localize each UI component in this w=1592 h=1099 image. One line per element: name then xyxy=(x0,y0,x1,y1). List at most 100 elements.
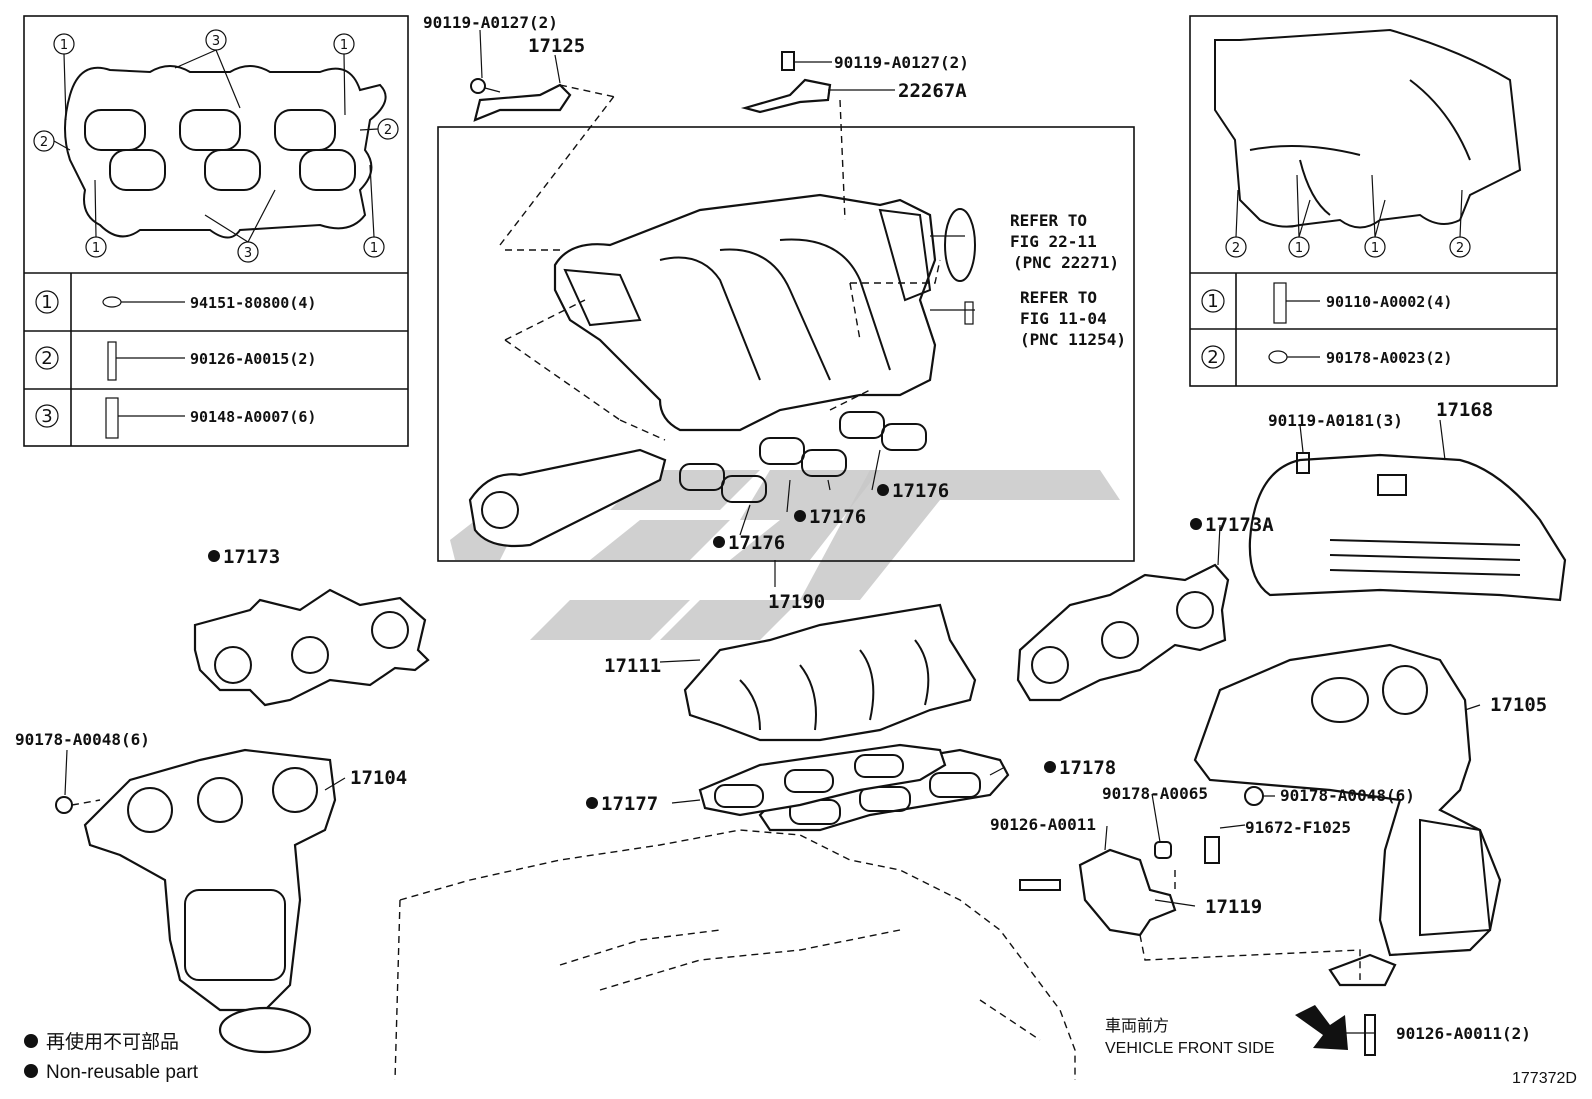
label-17105: 17105 xyxy=(1490,694,1547,716)
bracket-17119 xyxy=(1078,848,1177,937)
reference-block-1: REFER TO FIG 22-11 (PNC 22271) xyxy=(1010,211,1119,272)
inset-left-callout-1b: 1 xyxy=(333,33,355,55)
diagram-id: 177372D xyxy=(1512,1070,1577,1087)
intake-gasket-17177 xyxy=(698,743,947,817)
svg-text:17177: 17177 xyxy=(601,793,658,815)
svg-text:17173: 17173 xyxy=(223,546,280,568)
label-17176-b: 17176 xyxy=(794,506,866,528)
inset-left-row-1: 1 94151-80800(4) xyxy=(35,290,316,314)
heat-insulator-17168 xyxy=(1248,453,1567,602)
exhaust-gasket-17173 xyxy=(193,588,430,707)
inset-left-row-2: 2 90126-A0015(2) xyxy=(35,341,316,381)
inset-right-callout-1a: 1 xyxy=(1288,236,1310,258)
bolt-90119-a0181 xyxy=(1296,452,1310,474)
nut-90178-a0065 xyxy=(1154,841,1172,859)
svg-text:94151-80800(4): 94151-80800(4) xyxy=(190,294,316,312)
label-17104: 17104 xyxy=(350,767,407,789)
svg-text:車両前方: 車両前方 xyxy=(1105,1017,1169,1035)
svg-text:FIG 22-11: FIG 22-11 xyxy=(1010,232,1097,251)
exhaust-manifold-17104 xyxy=(83,748,337,1054)
svg-text:(PNC 22271): (PNC 22271) xyxy=(1013,253,1119,272)
svg-text:2: 2 xyxy=(1207,347,1218,368)
label-90178-a0065: 90178-A0065 xyxy=(1102,784,1208,803)
legend-non-reusable: 再使用不可部品 Non-reusable part xyxy=(24,1031,199,1083)
intake-manifold-lower-17111 xyxy=(683,603,977,742)
svg-text:17176: 17176 xyxy=(892,480,949,502)
exhaust-manifold-17105 xyxy=(1193,643,1502,987)
svg-text:90110-A0002(4): 90110-A0002(4) xyxy=(1326,293,1452,311)
inset-left-callout-1c: 1 xyxy=(85,236,107,258)
bolt-91672-f1025 xyxy=(1204,836,1220,864)
vehicle-front-arrow xyxy=(1295,1005,1348,1050)
inset-left-callout-2a: 2 xyxy=(33,130,55,152)
svg-text:1: 1 xyxy=(41,292,52,313)
svg-text:REFER TO: REFER TO xyxy=(1010,211,1087,230)
label-17119: 17119 xyxy=(1205,896,1262,918)
port-gasket-pair-1 xyxy=(679,463,767,503)
label-17178: 17178 xyxy=(1044,757,1116,779)
label-17125: 17125 xyxy=(528,35,585,57)
inset-left-row-3: 3 90148-A0007(6) xyxy=(35,397,316,439)
intake-gasket-outline-inset xyxy=(64,65,387,239)
label-90119-a0127-left: 90119-A0127(2) xyxy=(423,13,558,32)
inset-right-panel: 2 1 1 2 1 90110-A0002(4) 2 90178-A0023(2… xyxy=(1189,15,1558,387)
label-90178-a0048-right: 90178-A0048(6) xyxy=(1280,786,1415,805)
inset-left-panel: 1 3 1 2 2 1 3 1 1 94151-80800(4) 2 90126… xyxy=(23,15,409,447)
inset-left-callout-3b: 3 xyxy=(237,241,259,263)
inset-right-callout-1b: 1 xyxy=(1364,236,1386,258)
inset-left-callout-1d: 1 xyxy=(363,236,385,258)
label-17176-c: 17176 xyxy=(713,532,785,554)
intake-manifold xyxy=(553,193,937,432)
inset-left-callout-2b: 2 xyxy=(377,118,399,140)
port-gasket-pair-2 xyxy=(759,437,847,477)
svg-text:3: 3 xyxy=(41,406,52,427)
svg-text:REFER TO: REFER TO xyxy=(1020,288,1097,307)
svg-text:再使用不可部品: 再使用不可部品 xyxy=(46,1031,179,1053)
svg-text:1: 1 xyxy=(1207,291,1218,312)
label-90178-a0048-left: 90178-A0048(6) xyxy=(15,730,150,749)
svg-text:FIG 11-04: FIG 11-04 xyxy=(1020,309,1107,328)
svg-text:2: 2 xyxy=(1232,241,1240,256)
inset-right-callout-2b: 2 xyxy=(1449,236,1471,258)
svg-text:17173A: 17173A xyxy=(1205,514,1274,536)
svg-text:3: 3 xyxy=(244,246,252,261)
nut-90178-a0048-right xyxy=(1244,786,1264,806)
label-17168: 17168 xyxy=(1436,399,1493,421)
svg-text:1: 1 xyxy=(92,241,100,256)
nut-icon xyxy=(102,296,122,308)
intake-manifold-group-box xyxy=(437,94,1135,562)
inset-right-callout-2a: 2 xyxy=(1225,236,1247,258)
svg-text:17176: 17176 xyxy=(728,532,785,554)
exhaust-gasket-17173a xyxy=(1016,563,1230,702)
inset-right-row-2: 2 90178-A0023(2) xyxy=(1201,345,1452,369)
label-90126-a0011-mid: 90126-A0011 xyxy=(990,815,1096,834)
svg-text:1: 1 xyxy=(370,241,378,256)
throttle-gasket-ring xyxy=(944,208,976,282)
engine-block-outline xyxy=(394,829,1076,1081)
svg-text:2: 2 xyxy=(40,135,48,150)
label-90119-a0181: 90119-A0181(3) xyxy=(1268,411,1403,430)
air-intake-chamber-inset xyxy=(1214,28,1522,229)
svg-text:1: 1 xyxy=(1371,241,1379,256)
bracket-17125 xyxy=(473,83,572,122)
bolt-90119-a0127-top xyxy=(781,51,832,71)
bolt-90119-a0127-left xyxy=(470,78,501,94)
svg-text:Non-reusable part: Non-reusable part xyxy=(46,1062,199,1083)
label-17177: 17177 xyxy=(586,793,658,815)
flange-bolt-icon xyxy=(105,397,119,439)
bracket-22267a xyxy=(740,78,832,114)
label-17190: 17190 xyxy=(768,591,825,613)
svg-text:17178: 17178 xyxy=(1059,757,1116,779)
label-90126-a0011-bottom: 90126-A0011(2) xyxy=(1396,1024,1531,1043)
label-17173: 17173 xyxy=(208,546,280,568)
svg-text:VEHICLE FRONT SIDE: VEHICLE FRONT SIDE xyxy=(1105,1040,1275,1057)
svg-text:90148-A0007(6): 90148-A0007(6) xyxy=(190,408,316,426)
inset-left-callout-1a: 1 xyxy=(53,33,75,55)
label-17176-a: 17176 xyxy=(877,480,949,502)
label-90119-a0127-top: 90119-A0127(2) xyxy=(834,53,969,72)
svg-text:1: 1 xyxy=(340,38,348,53)
stud-90126-a0011-bottom xyxy=(1364,1014,1376,1056)
svg-text:90178-A0023(2): 90178-A0023(2) xyxy=(1326,349,1452,367)
